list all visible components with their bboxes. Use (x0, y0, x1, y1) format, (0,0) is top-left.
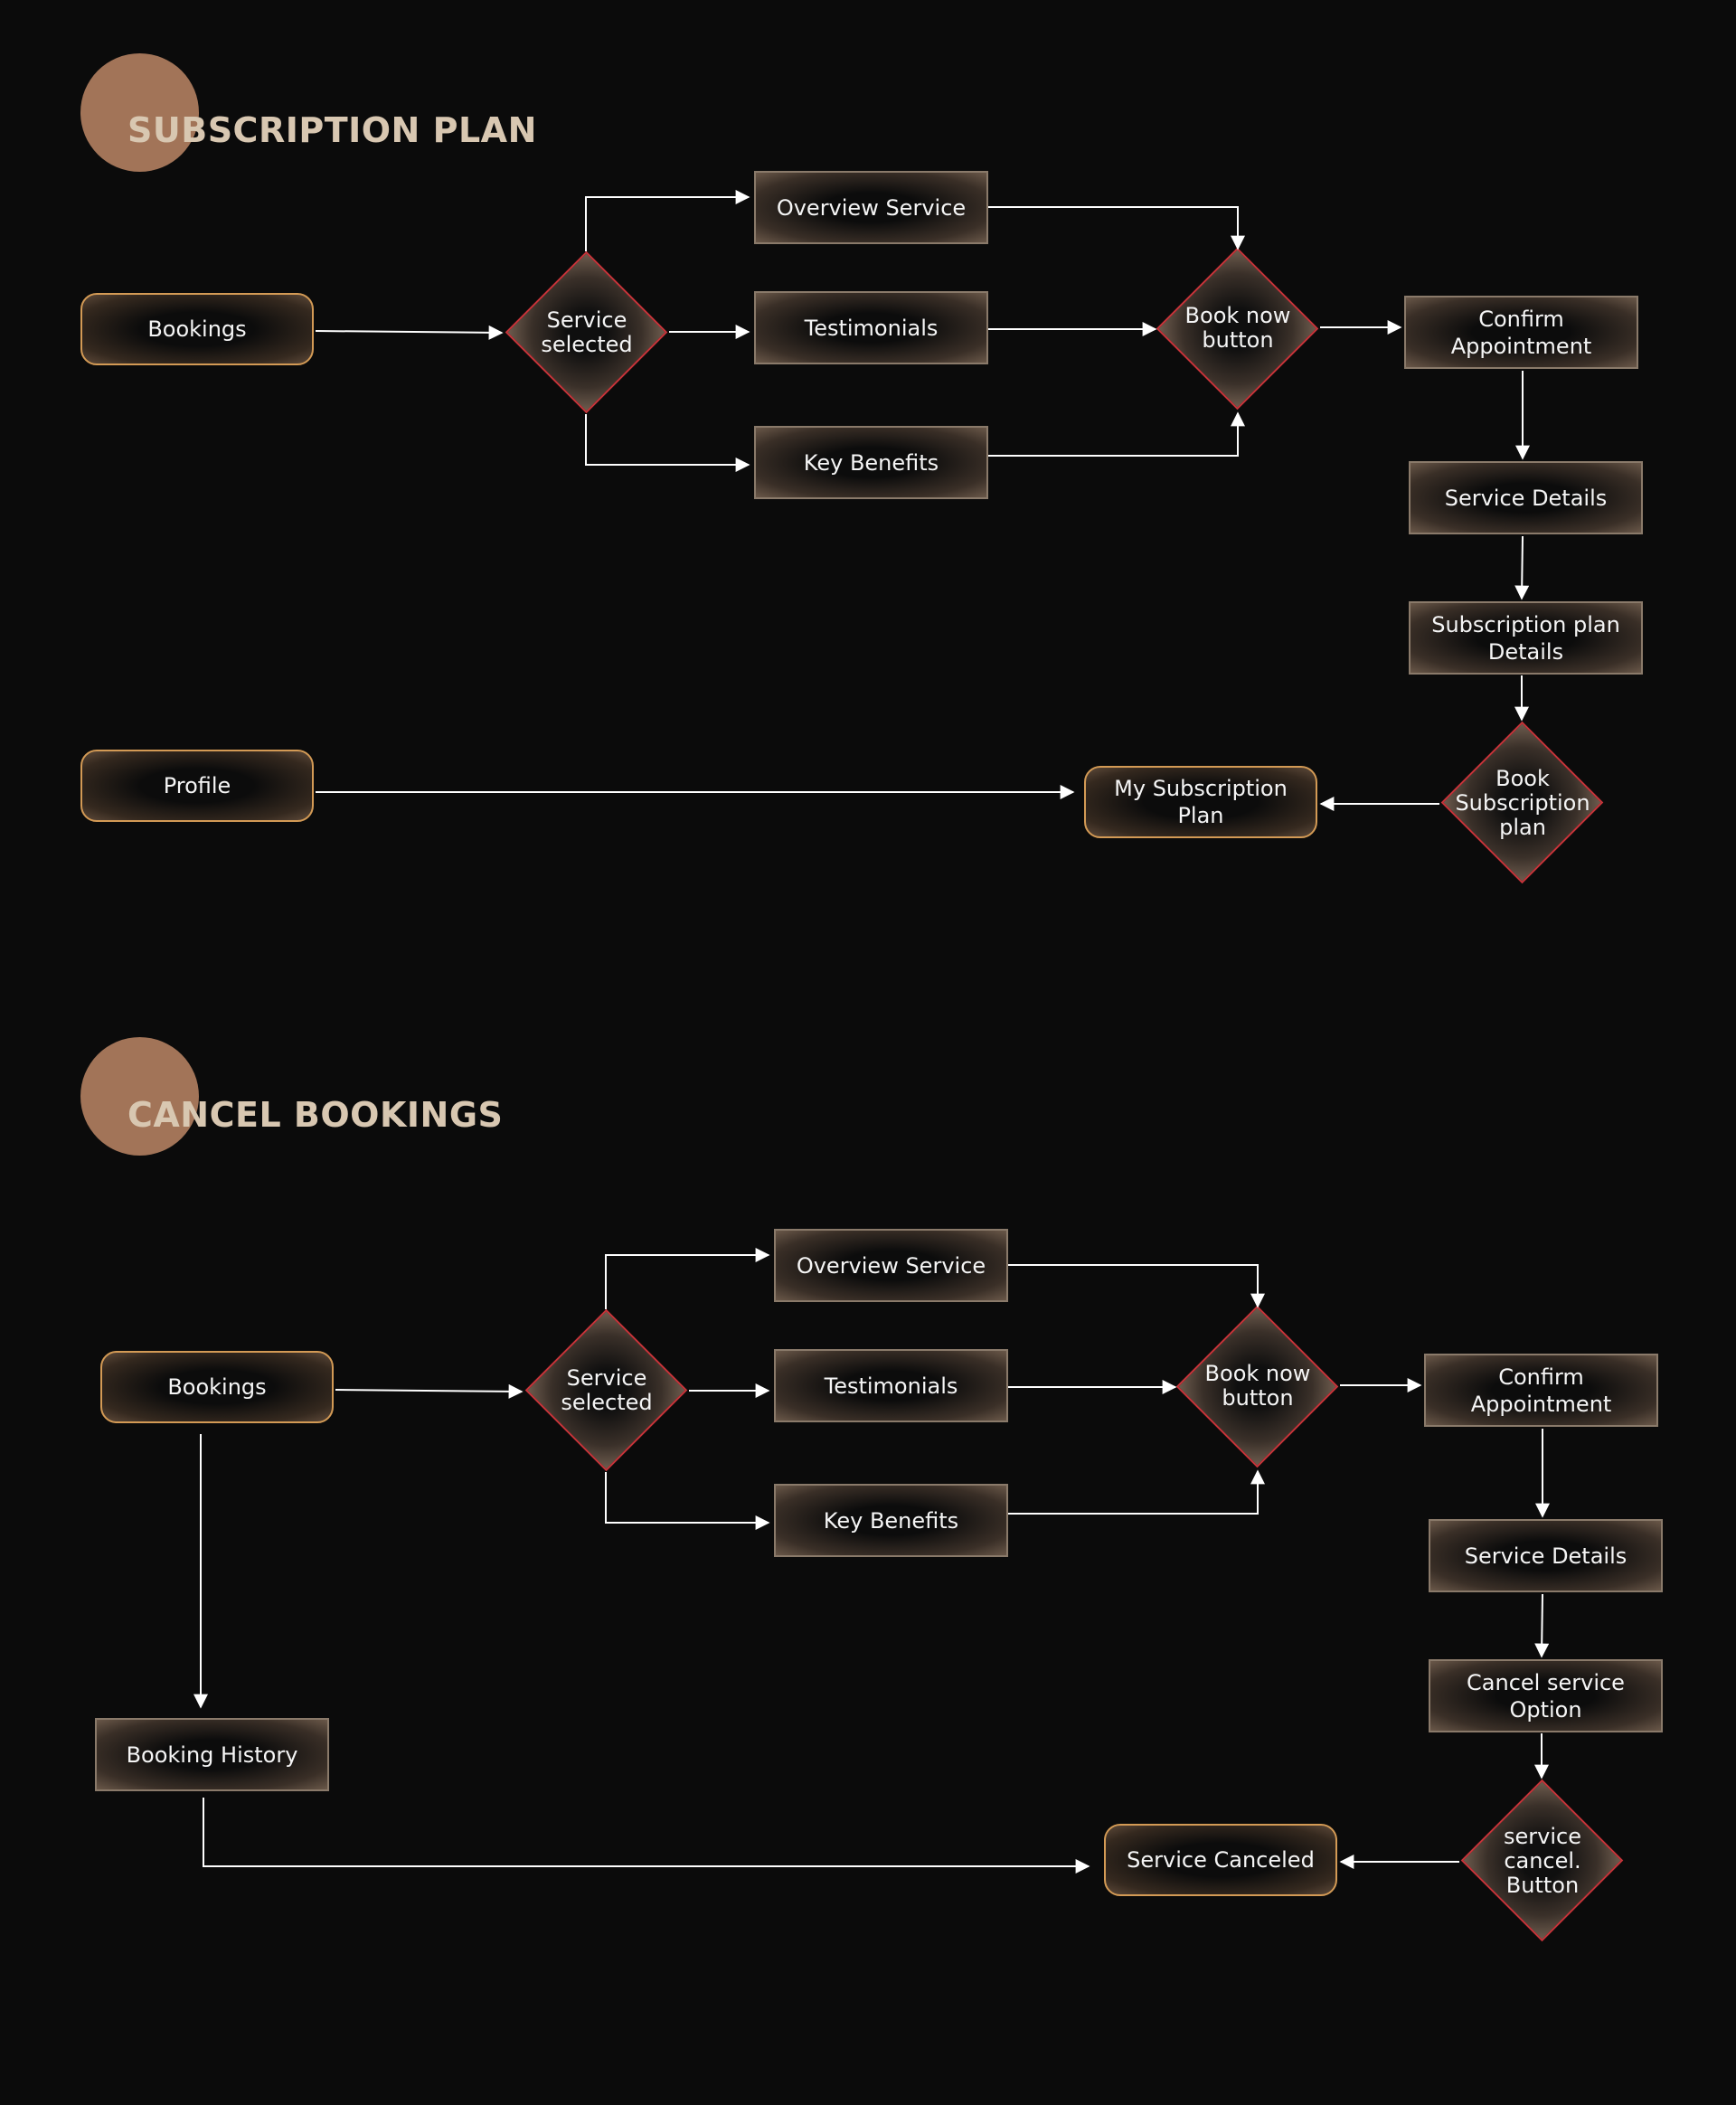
node-my-subscription-plan[interactable]: My Subscription Plan (1084, 766, 1317, 838)
diamond-label-service-cancel-button: service cancel. Button (1504, 1823, 1581, 1898)
node-confirm-appointment[interactable]: Confirm Appointment (1404, 296, 1638, 369)
edge-bookings-to-service (335, 1383, 524, 1399)
node-key-benefits[interactable]: Key Benefits (774, 1484, 1008, 1557)
node-cancel-service-option[interactable]: Cancel service Option (1429, 1659, 1663, 1732)
diamond-label-book-now: Book now button (1184, 303, 1291, 353)
node-service-details[interactable]: Service Details (1409, 461, 1643, 534)
node-overview-service[interactable]: Overview Service (754, 171, 988, 244)
node-confirm-appointment[interactable]: Confirm Appointment (1424, 1354, 1658, 1427)
node-subscription-plan-details[interactable]: Subscription plan Details (1409, 601, 1643, 675)
edge-servicedetails-to-canceloption (1534, 1593, 1550, 1658)
section-accent-circle (80, 1037, 199, 1156)
node-key-benefits[interactable]: Key Benefits (754, 426, 988, 499)
node-testimonials[interactable]: Testimonials (754, 291, 988, 364)
node-overview-service[interactable]: Overview Service (774, 1229, 1008, 1302)
section-title: SUBSCRIPTION PLAN (127, 110, 537, 150)
edge-bookings-to-service (315, 325, 504, 340)
diamond-label-service-selected: Service selected (541, 307, 633, 357)
node-bookings[interactable]: Bookings (100, 1351, 334, 1423)
node-service-details[interactable]: Service Details (1429, 1519, 1663, 1592)
edge-overview-to-booknow (988, 206, 1245, 250)
edge-keybenefits-to-booknow (988, 411, 1245, 457)
edge-overview-to-booknow (1008, 1264, 1265, 1308)
edge-history-to-canceled (203, 1798, 1090, 1874)
edge-service-to-overview (585, 190, 750, 251)
edge-service-to-keybenefits (585, 414, 750, 472)
edge-service-to-keybenefits (605, 1472, 770, 1530)
diamond-label-service-selected: Service selected (561, 1365, 653, 1415)
diamond-label-book-now: Book now button (1204, 1361, 1311, 1411)
edge-servicedetails-to-plandetails (1514, 535, 1530, 600)
node-bookings[interactable]: Bookings (80, 293, 314, 365)
edge-keybenefits-to-booknow (1008, 1469, 1265, 1515)
node-profile[interactable]: Profile (80, 750, 314, 822)
section-title: CANCEL BOOKINGS (127, 1095, 504, 1135)
node-testimonials[interactable]: Testimonials (774, 1349, 1008, 1422)
edge-service-to-overview (605, 1248, 770, 1309)
section-accent-circle (80, 53, 199, 172)
diamond-label-book-subscription-plan: Book Subscription plan (1455, 765, 1590, 840)
node-booking-history[interactable]: Booking History (95, 1718, 329, 1791)
node-service-canceled[interactable]: Service Canceled (1104, 1824, 1337, 1896)
